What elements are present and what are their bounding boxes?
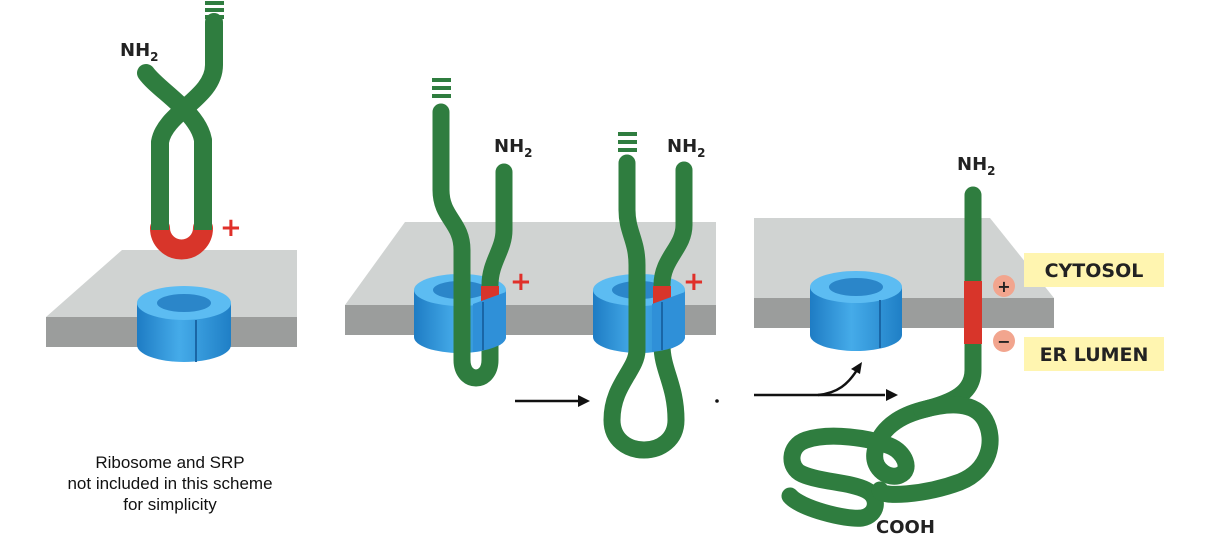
translocon-front-half xyxy=(473,292,506,352)
er-membrane xyxy=(754,218,1054,328)
positive-charge-sign: + xyxy=(510,267,532,297)
panel-1-signal-approach: NH2 + xyxy=(46,1,297,362)
release-arrow-head xyxy=(851,362,862,374)
n-terminus-label: NH2 xyxy=(494,136,533,160)
release-arrow-head xyxy=(886,389,898,401)
chain-break-marks xyxy=(618,132,637,152)
n-terminus-label: NH2 xyxy=(957,154,996,178)
release-arrow xyxy=(754,369,885,397)
n-terminus-label: NH2 xyxy=(667,136,706,160)
er-lumen-label: ER LUMEN xyxy=(1024,337,1164,371)
translocon-front-half xyxy=(652,292,685,352)
n-terminus-label: NH2 xyxy=(120,40,159,64)
protein-chain xyxy=(781,186,999,527)
svg-text:CYTOSOL: CYTOSOL xyxy=(1045,260,1144,282)
positive-charge-badge: + xyxy=(993,275,1015,297)
caption-line: Ribosome and SRP xyxy=(95,453,245,472)
translocon-channel xyxy=(810,271,902,351)
positive-charge-sign: + xyxy=(220,213,242,243)
caption-line: not included in this scheme xyxy=(67,474,273,493)
positive-charge-sign: + xyxy=(683,267,705,297)
caption-line: for simplicity xyxy=(123,495,217,514)
translocon-channel xyxy=(137,286,231,362)
cytosol-label: CYTOSOL xyxy=(1024,253,1164,287)
protein-chain xyxy=(137,13,223,260)
panel-3-final-topology: NH2 COOH + − CYTOSOL ER LUMEN xyxy=(754,154,1164,538)
simplification-note: Ribosome and SRP not included in this sc… xyxy=(40,452,300,515)
svg-text:ER LUMEN: ER LUMEN xyxy=(1040,344,1149,366)
chain-break-marks xyxy=(432,78,451,98)
c-terminus-label: COOH xyxy=(876,517,935,538)
svg-text:−: − xyxy=(997,332,1010,351)
negative-charge-badge: − xyxy=(993,330,1015,352)
chain-break-marks xyxy=(205,1,224,19)
panel-2-translocation: NH2 + NH2 + xyxy=(345,78,719,459)
svg-text:+: + xyxy=(997,277,1010,296)
step-arrow xyxy=(515,395,590,407)
